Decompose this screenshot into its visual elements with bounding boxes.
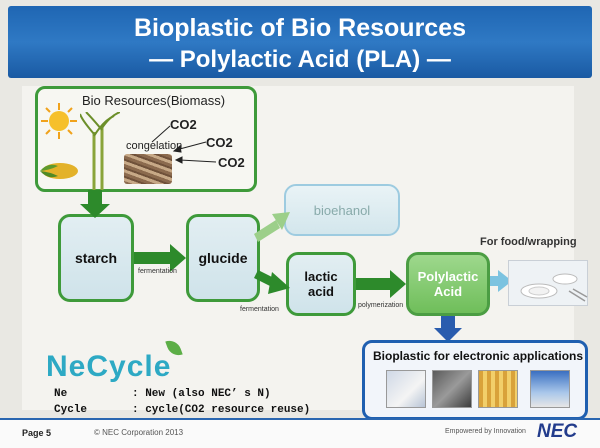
slide-subtitle: — Polylactic Acid (PLA) — xyxy=(149,46,451,73)
necycle-def-term: Ne xyxy=(54,388,68,400)
necycle-def-desc: : New (also NEC’ s N) xyxy=(132,388,271,400)
glucide-node: glucide xyxy=(186,214,260,302)
corn-icon xyxy=(40,163,78,179)
polylactic-acid-node: Polylactic Acid xyxy=(406,252,490,316)
copyright: © NEC Corporation 2013 xyxy=(94,428,184,437)
page-number: Page 5 xyxy=(22,428,52,438)
arrow-starch-to-glucide xyxy=(134,244,186,272)
glucide-label: glucide xyxy=(198,250,248,266)
pc-component-image xyxy=(478,370,518,408)
bioethanol-node: bioehanol xyxy=(284,184,400,236)
wood-image xyxy=(124,154,172,184)
sugarcane-icon xyxy=(80,112,120,190)
necycle-def-desc: : cycle(CO2 resource reuse) xyxy=(132,404,311,416)
pla-label-line1: Polylactic xyxy=(417,269,479,284)
lactic-acid-label-line2: acid xyxy=(307,284,334,299)
starch-label: starch xyxy=(74,250,118,266)
applications-title: Bioplastic for electronic applications xyxy=(373,349,584,363)
food-plates-image xyxy=(508,260,588,306)
necycle-def-term: Cycle xyxy=(54,404,88,416)
fermentation-label: fermentation xyxy=(138,268,177,275)
slide-title: Bioplastic of Bio Resources xyxy=(133,14,467,42)
lactic-acid-label-line1: lactic xyxy=(304,269,338,284)
bioethanol-label: bioehanol xyxy=(313,202,371,218)
tagline: Empowered by Innovation xyxy=(445,428,526,435)
desk-phone-image xyxy=(432,370,472,408)
nec-logo: NEC xyxy=(537,421,578,442)
congelation-label: congelation xyxy=(126,140,183,152)
necycle-logo: NeCycle xyxy=(46,350,172,383)
arrow-bio-to-starch xyxy=(80,190,110,218)
arrow-pla-to-applications xyxy=(434,316,462,342)
computer-image xyxy=(530,370,570,408)
arrow-glucide-to-bioethanol xyxy=(254,212,290,242)
co2-label: CO2 xyxy=(218,155,245,170)
food-wrapping-label: For food/wrapping xyxy=(480,236,577,248)
polymerization-label: polymerization xyxy=(358,302,404,309)
pla-label-line2: Acid xyxy=(433,284,463,299)
plates-icon xyxy=(520,273,588,302)
arrow-pla-to-food xyxy=(490,270,512,292)
fermentation-label: fermentation xyxy=(240,306,279,313)
footer-bar xyxy=(0,418,600,448)
sun-icon xyxy=(41,103,77,139)
lactic-acid-node: lactic acid xyxy=(286,252,356,316)
title-banner: Bioplastic of Bio Resources — Polylactic… xyxy=(8,6,592,78)
arrow-lactic-to-pla xyxy=(356,270,406,298)
co2-arrows xyxy=(151,125,217,164)
phone-image xyxy=(386,370,426,408)
arrow-glucide-to-lactic xyxy=(254,270,290,294)
co2-label: CO2 xyxy=(170,117,197,132)
co2-label: CO2 xyxy=(206,135,233,150)
bio-resources-title: Bio Resources(Biomass) xyxy=(82,93,226,108)
